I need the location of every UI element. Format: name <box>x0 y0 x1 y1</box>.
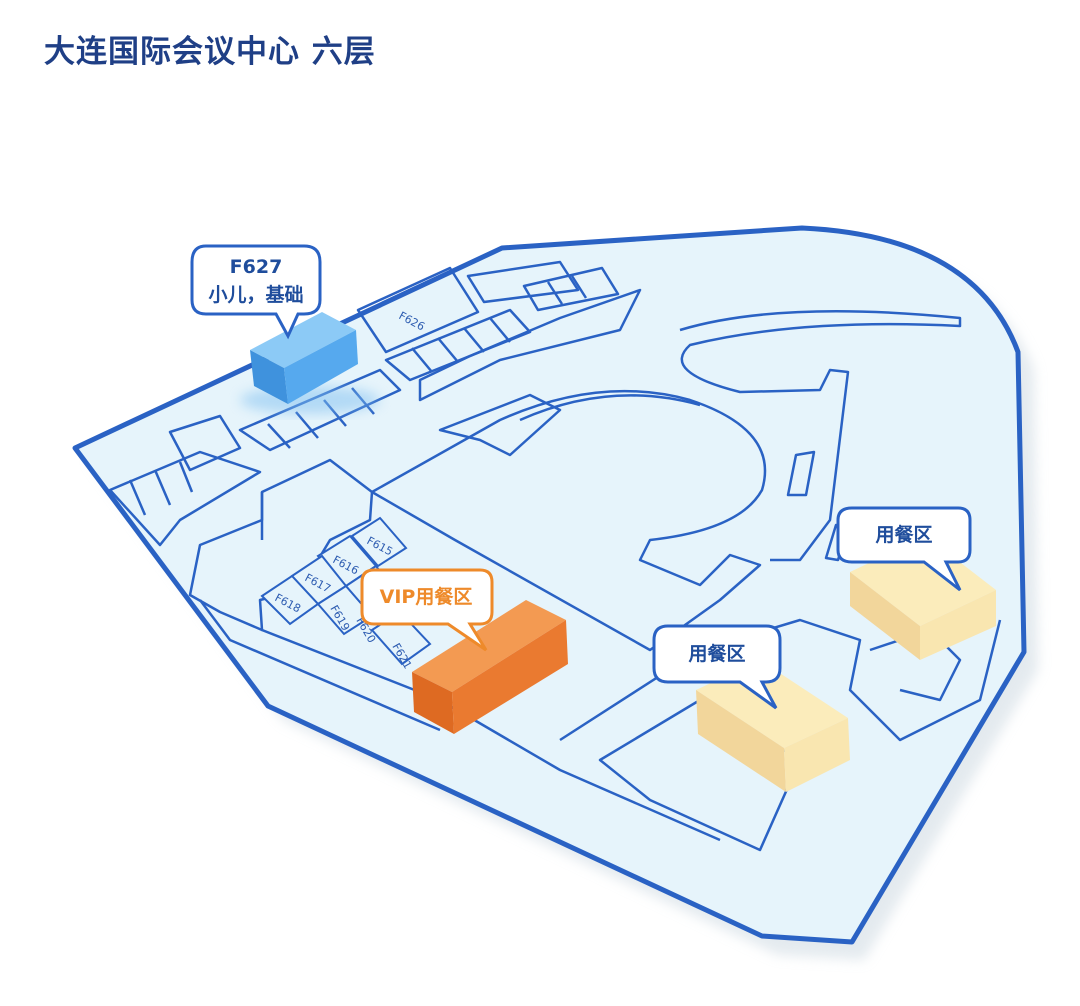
callout-vip-dining: VIP用餐区 <box>360 568 494 652</box>
callout-dining-right: 用餐区 <box>836 506 972 592</box>
callout-vip-label: VIP用餐区 <box>380 585 473 608</box>
callout-f627: F627 小儿，基础 <box>190 244 322 340</box>
callout-dining-center-label: 用餐区 <box>688 642 745 665</box>
room-block-f627[interactable] <box>240 312 380 414</box>
callout-f627-room: F627 <box>230 256 283 278</box>
callout-dining-center: 用餐区 <box>652 624 782 710</box>
callout-dining-right-label: 用餐区 <box>875 523 932 546</box>
page-title: 大连国际会议中心 六层 <box>44 34 376 70</box>
room-block-vip-dining[interactable] <box>412 600 568 734</box>
floor-walls <box>108 260 1002 852</box>
callout-f627-desc: 小儿，基础 <box>208 283 303 306</box>
